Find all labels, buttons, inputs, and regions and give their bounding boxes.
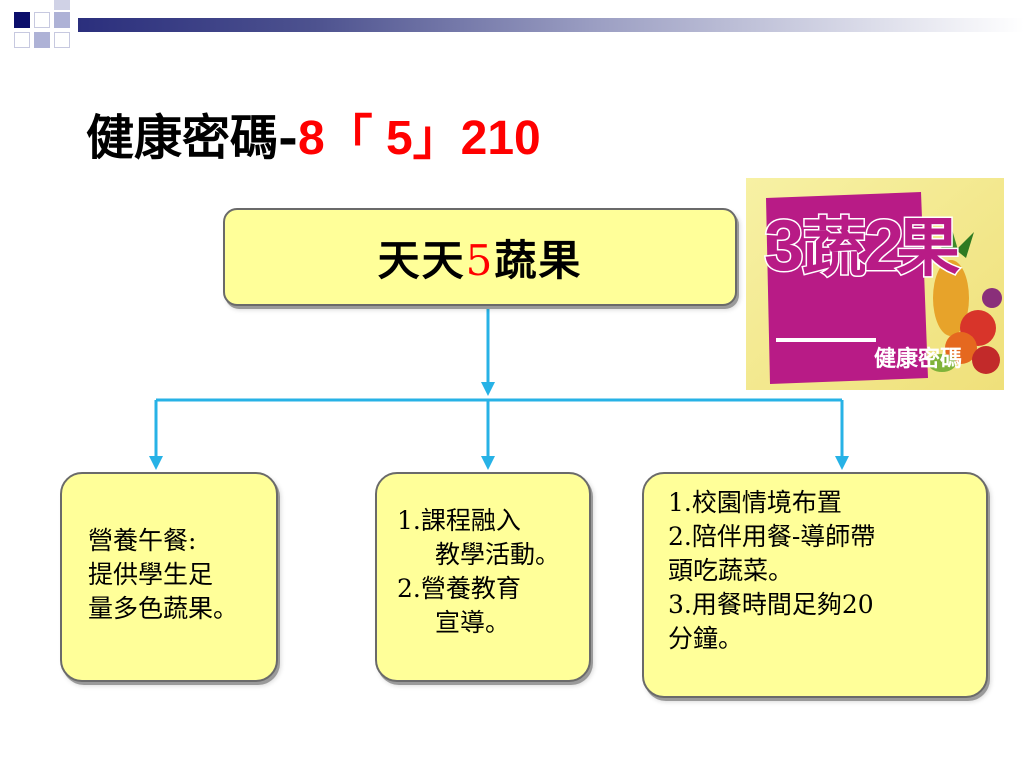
- decor-square: [34, 12, 50, 28]
- banner-char: 3: [764, 206, 804, 286]
- box-line: 營養午餐:: [88, 526, 197, 555]
- box-line: 3.用餐時間足夠20: [668, 590, 874, 619]
- arrowhead: [481, 456, 495, 470]
- box-line: 2.營養教育: [397, 574, 521, 603]
- curriculum-box: 1.課程融入 教學活動。 2.營養教育 宣導。: [375, 472, 591, 682]
- box-line: 宣導。: [435, 608, 511, 637]
- slide-title: 健康密碼-8「 5」210: [86, 98, 541, 168]
- lunch-box: 營養午餐: 提供學生足 量多色蔬果。: [60, 472, 278, 682]
- box-text: 營養午餐: 提供學生足 量多色蔬果。: [88, 524, 238, 626]
- decor-square: [14, 32, 30, 48]
- top-box: 天天5蔬果: [223, 208, 737, 306]
- top-box-suffix: 蔬果: [494, 235, 583, 285]
- box-text: 1.校園情境布置 2.陪伴用餐-導師帶 頭吃蔬菜。 3.用餐時間足夠20 分鐘。: [668, 486, 875, 656]
- header-decoration: [0, 0, 1024, 50]
- box-line: 頭吃蔬菜。: [668, 556, 794, 585]
- campus-box: 1.校園情境布置 2.陪伴用餐-導師帶 頭吃蔬菜。 3.用餐時間足夠20 分鐘。: [642, 472, 988, 698]
- decor-square: [54, 0, 70, 10]
- box-line: 提供學生足: [88, 560, 214, 589]
- box-line: 分鐘。: [668, 624, 744, 653]
- arrowhead: [481, 382, 495, 396]
- banner-char: 果: [896, 212, 960, 284]
- banner-char: 2: [864, 206, 904, 286]
- decor-square: [54, 32, 70, 48]
- banner-band: [766, 192, 928, 384]
- banner-char: 蔬: [802, 212, 866, 284]
- box-line: 教學活動。: [435, 540, 561, 569]
- box-text: 1.課程融入 教學活動。 2.營養教育 宣導。: [397, 504, 560, 640]
- banner-subtitle: 健康密碼: [874, 346, 962, 372]
- arrowhead: [149, 456, 163, 470]
- decor-square: [34, 32, 50, 48]
- top-box-label: 天天5蔬果: [378, 227, 583, 288]
- box-line: 1.課程融入: [397, 506, 521, 535]
- title-code: 8「 5」210: [297, 112, 541, 165]
- fruit-decoration: [928, 226, 1002, 374]
- top-box-number: 5: [465, 235, 495, 285]
- box-line: 量多色蔬果。: [88, 594, 239, 623]
- header-band: [78, 18, 1024, 32]
- top-box-prefix: 天天: [377, 235, 466, 285]
- decor-square: [14, 12, 30, 28]
- arrowhead: [835, 456, 849, 470]
- box-line: 2.陪伴用餐-導師帶: [668, 522, 876, 551]
- decor-square: [54, 12, 70, 28]
- box-line: 1.校園情境布置: [668, 488, 842, 517]
- title-main: 健康密碼-: [86, 110, 298, 166]
- three-veg-two-fruit-banner: 3 蔬 2 果 健康密碼: [746, 178, 1004, 390]
- banner-stripe: [776, 338, 876, 342]
